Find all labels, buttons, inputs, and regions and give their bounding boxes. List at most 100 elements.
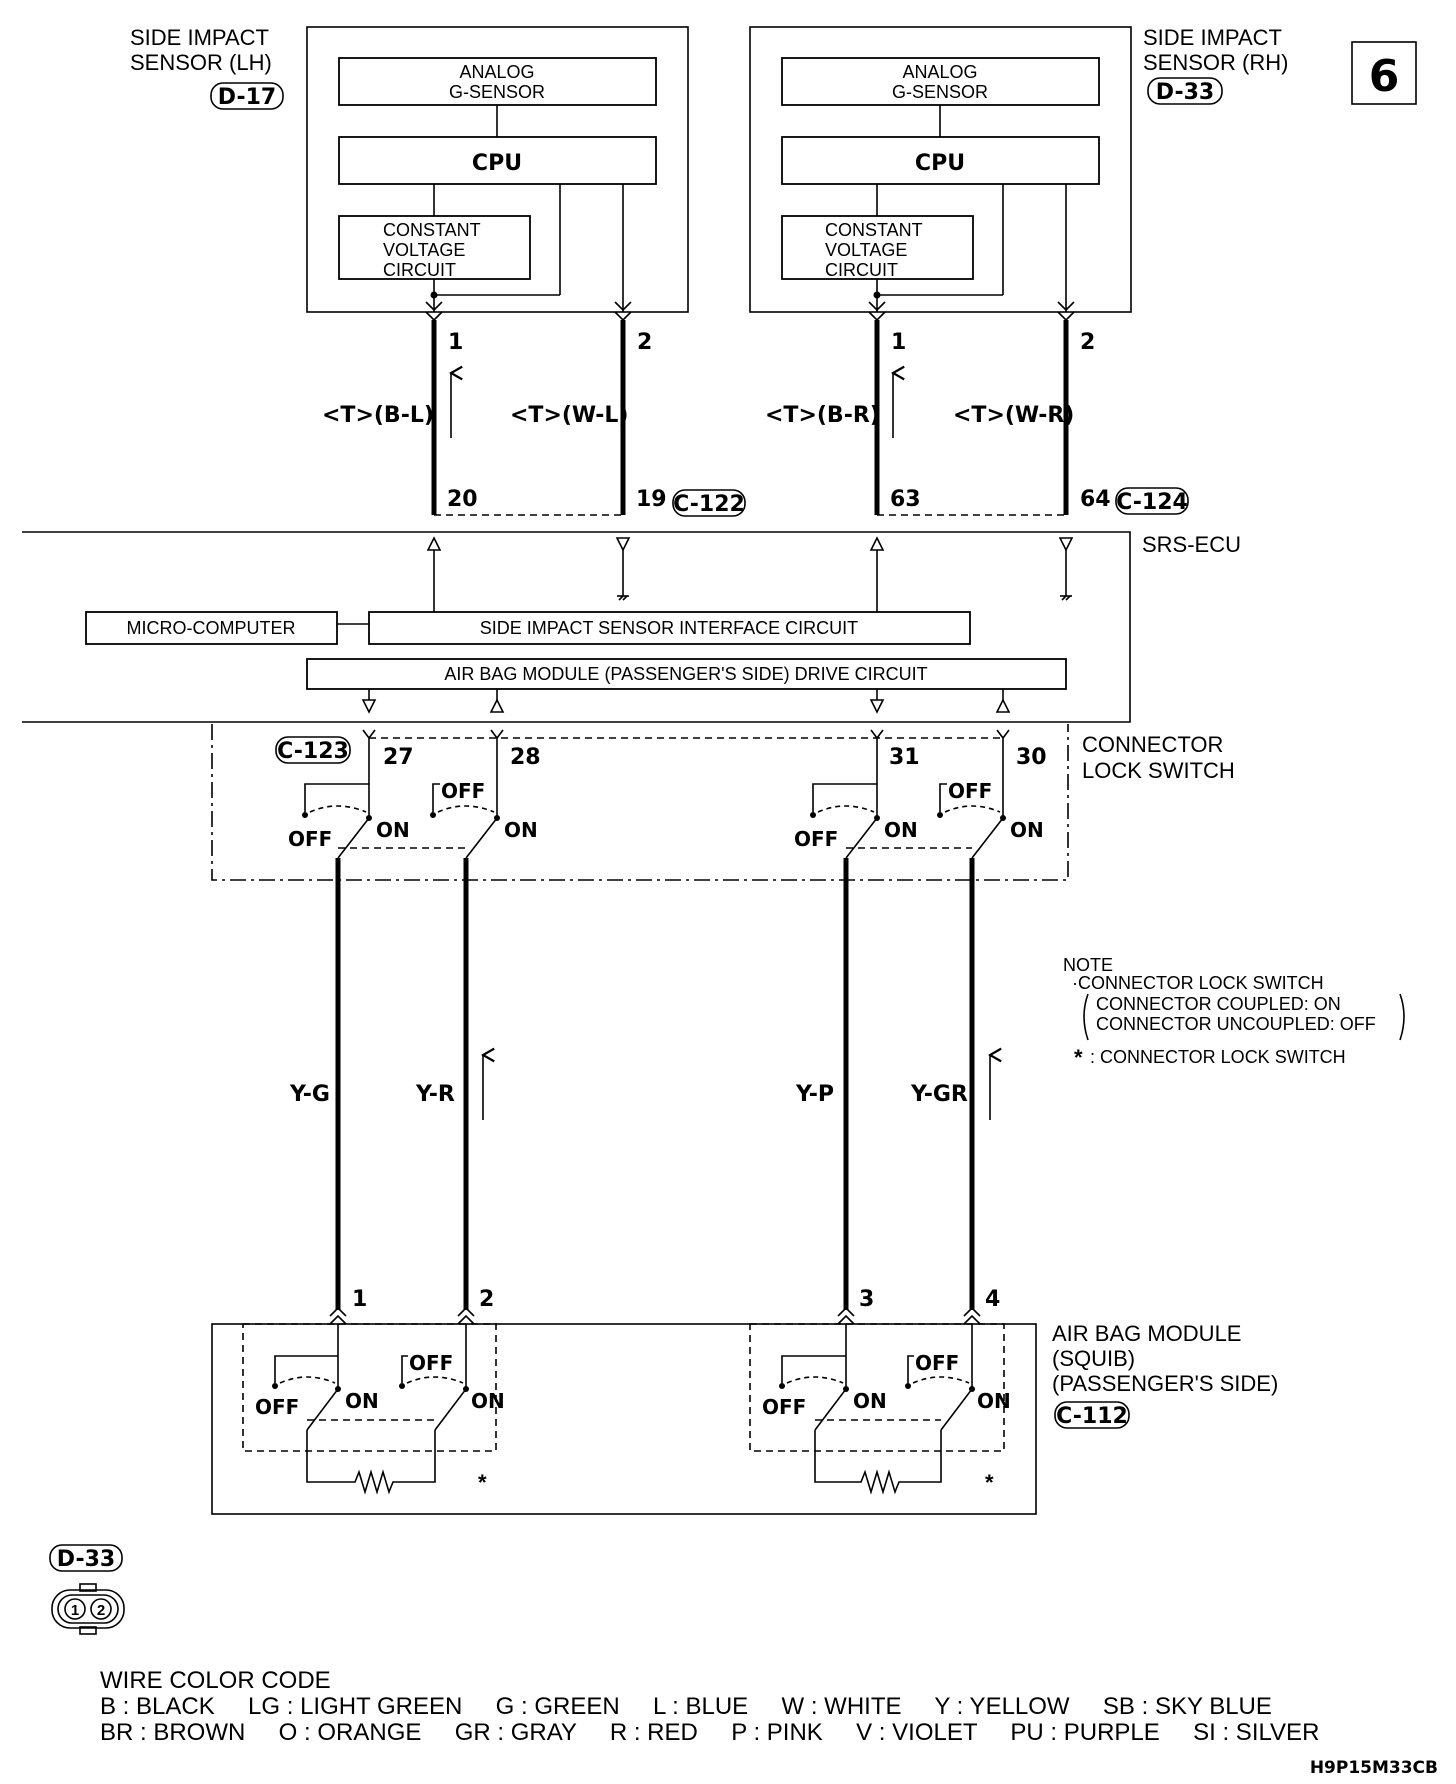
svg-text:B : BLACK LG : LIGHT GREEN: B : BLACK LG : LIGHT GREEN G : GREEN L :… bbox=[100, 1693, 1272, 1720]
srs-ecu: SRS-ECU MICRO-COMPUTER SIDE IMPACT SENSO… bbox=[22, 531, 1241, 723]
wire-w-l: 2 <T>(W-L) 19 bbox=[510, 301, 667, 515]
svg-text:*: * bbox=[478, 1470, 487, 1495]
wire-color-code: WIRE COLOR CODE B : BLACK LG : LIGHT GRE… bbox=[100, 1667, 1319, 1746]
svg-text:LOCK SWITCH: LOCK SWITCH bbox=[1082, 758, 1235, 783]
svg-text:NOTE: NOTE bbox=[1063, 955, 1113, 975]
figure-code: H9P15M33CB bbox=[1310, 1758, 1438, 1778]
svg-text:CONSTANT: CONSTANT bbox=[383, 220, 481, 240]
svg-text:2: 2 bbox=[1080, 330, 1095, 355]
svg-text:64: 64 bbox=[1080, 487, 1111, 512]
srs-ecu-label: SRS-ECU bbox=[1142, 532, 1241, 557]
svg-text:VOLTAGE: VOLTAGE bbox=[383, 240, 465, 260]
svg-text:2: 2 bbox=[479, 1287, 494, 1312]
svg-text:D-33: D-33 bbox=[57, 1547, 115, 1572]
micro-computer-box bbox=[85, 611, 338, 645]
svg-text:ON: ON bbox=[504, 818, 538, 842]
page-number: 6 bbox=[1351, 41, 1417, 105]
svg-text:1: 1 bbox=[891, 330, 906, 355]
svg-text:CONNECTOR: CONNECTOR bbox=[1082, 732, 1223, 757]
svg-text:63: 63 bbox=[890, 487, 921, 512]
svg-text:<T>(B-L): <T>(B-L) bbox=[322, 403, 434, 428]
svg-text:ON: ON bbox=[1010, 818, 1044, 842]
sensor-lh-connector: D-17 bbox=[218, 85, 276, 110]
svg-text:30: 30 bbox=[1016, 745, 1047, 770]
sensor-rh-title-1: SIDE IMPACT bbox=[1143, 25, 1282, 50]
svg-text:6: 6 bbox=[1369, 51, 1400, 102]
sensor-rh-title-2: SENSOR (RH) bbox=[1143, 50, 1288, 75]
svg-text:<T>(B-R): <T>(B-R) bbox=[765, 403, 880, 428]
svg-text:1: 1 bbox=[448, 330, 463, 355]
wire-w-r: 2 <T>(W-R) 64 bbox=[953, 301, 1111, 515]
connector-tag-d17 bbox=[210, 82, 284, 110]
squib-resistor-left bbox=[306, 1430, 436, 1495]
svg-text:ON: ON bbox=[977, 1389, 1011, 1413]
connector-tag-d33 bbox=[1147, 77, 1223, 105]
svg-text:OFF: OFF bbox=[915, 1351, 959, 1375]
svg-text:G-SENSOR: G-SENSOR bbox=[892, 82, 988, 102]
svg-text:G-SENSOR: G-SENSOR bbox=[449, 82, 545, 102]
squib-resistor-right bbox=[814, 1430, 942, 1495]
svg-text:*: * bbox=[1074, 1045, 1083, 1070]
svg-text:ON: ON bbox=[345, 1389, 379, 1413]
wire-y-p: Y-P bbox=[795, 1082, 834, 1107]
svg-text:19: 19 bbox=[636, 487, 667, 512]
svg-text:28: 28 bbox=[510, 745, 541, 770]
interface-circuit-box bbox=[368, 611, 971, 645]
svg-text:ANALOG: ANALOG bbox=[902, 62, 977, 82]
ecu-connector-c124: C-124 bbox=[1116, 490, 1188, 515]
side-impact-sensor-rh: ANALOG G-SENSOR CPU CONSTANT VOLTAGE CIR… bbox=[749, 25, 1288, 313]
connector-lock-switch: CONNECTOR LOCK SWITCH C-123 27 28 31 30 … bbox=[211, 724, 1235, 881]
svg-text:ON: ON bbox=[853, 1389, 887, 1413]
svg-text:4: 4 bbox=[985, 1287, 1000, 1312]
svg-text:31: 31 bbox=[889, 745, 920, 770]
svg-text:CIRCUIT: CIRCUIT bbox=[825, 260, 898, 280]
svg-text:VOLTAGE: VOLTAGE bbox=[825, 240, 907, 260]
svg-text:(SQUIB): (SQUIB) bbox=[1052, 1346, 1135, 1371]
svg-text:AIR BAG MODULE: AIR BAG MODULE bbox=[1052, 1321, 1241, 1346]
svg-text:OFF: OFF bbox=[288, 827, 332, 851]
connector-view-d33: D-33 1 2 bbox=[49, 1544, 125, 1635]
svg-text:2: 2 bbox=[637, 330, 652, 355]
svg-text:OFF: OFF bbox=[794, 827, 838, 851]
analog-g-sensor-box-rh bbox=[781, 57, 1100, 106]
svg-text:<T>(W-R): <T>(W-R) bbox=[953, 403, 1074, 428]
svg-text:*: * bbox=[985, 1470, 994, 1495]
svg-text:20: 20 bbox=[447, 487, 478, 512]
svg-text:(PASSENGER'S SIDE): (PASSENGER'S SIDE) bbox=[1052, 1371, 1278, 1396]
side-impact-sensor-lh: SIDE IMPACT SENSOR (LH) D-17 ANALOG G-SE… bbox=[130, 25, 689, 313]
svg-text:27: 27 bbox=[383, 745, 414, 770]
sensor-wires: 1 <T>(B-L) 20 2 <T>(W-L) 19 1 <T>(B-R) 6… bbox=[322, 301, 1189, 517]
ecu-connector-c123: C-123 bbox=[277, 739, 349, 764]
svg-text:AIR BAG MODULE (PASSENGER'S SI: AIR BAG MODULE (PASSENGER'S SIDE) DRIVE … bbox=[444, 664, 927, 684]
lower-wires: Y-G Y-R Y-P Y-GR 1 2 3 4 bbox=[289, 858, 1000, 1325]
svg-text:ON: ON bbox=[376, 818, 410, 842]
wire-b-r: 1 <T>(B-R) 63 bbox=[765, 301, 921, 515]
note-block: NOTE ·CONNECTOR LOCK SWITCH CONNECTOR CO… bbox=[1063, 955, 1405, 1070]
svg-text:2: 2 bbox=[97, 1602, 105, 1619]
svg-text:CONNECTOR UNCOUPLED: OFF: CONNECTOR UNCOUPLED: OFF bbox=[1096, 1014, 1376, 1034]
svg-text:SIDE IMPACT SENSOR INTERFACE C: SIDE IMPACT SENSOR INTERFACE CIRCUIT bbox=[480, 618, 858, 638]
svg-text:CPU: CPU bbox=[472, 151, 522, 176]
svg-text:OFF: OFF bbox=[762, 1395, 806, 1419]
svg-text:CPU: CPU bbox=[915, 151, 965, 176]
svg-text:OFF: OFF bbox=[441, 779, 485, 803]
svg-text:ON: ON bbox=[471, 1389, 505, 1413]
analog-g-sensor-box-lh bbox=[338, 57, 657, 106]
svg-text:: CONNECTOR LOCK SWITCH: : CONNECTOR LOCK SWITCH bbox=[1090, 1047, 1346, 1067]
cpu-box-rh bbox=[781, 136, 1100, 185]
ecu-connector-c122: C-122 bbox=[673, 492, 745, 517]
svg-text:MICRO-COMPUTER: MICRO-COMPUTER bbox=[127, 618, 296, 638]
module-connector-c112: C-112 bbox=[1056, 1404, 1128, 1429]
svg-text:ON: ON bbox=[884, 818, 918, 842]
cpu-box-lh bbox=[338, 136, 657, 185]
wire-b-l: 1 <T>(B-L) 20 bbox=[322, 301, 478, 515]
svg-text:CIRCUIT: CIRCUIT bbox=[383, 260, 456, 280]
sensor-rh-connector: D-33 bbox=[1156, 80, 1214, 105]
wire-y-r: Y-R bbox=[415, 1082, 455, 1107]
svg-text:BR : BROWN O : ORANGE: BR : BROWN O : ORANGE GR : GRAY R : RED … bbox=[100, 1719, 1319, 1746]
wire-y-gr: Y-GR bbox=[910, 1082, 968, 1107]
svg-text:3: 3 bbox=[859, 1287, 874, 1312]
svg-text:WIRE COLOR CODE: WIRE COLOR CODE bbox=[100, 1667, 331, 1694]
wire-y-g: Y-G bbox=[289, 1082, 330, 1107]
